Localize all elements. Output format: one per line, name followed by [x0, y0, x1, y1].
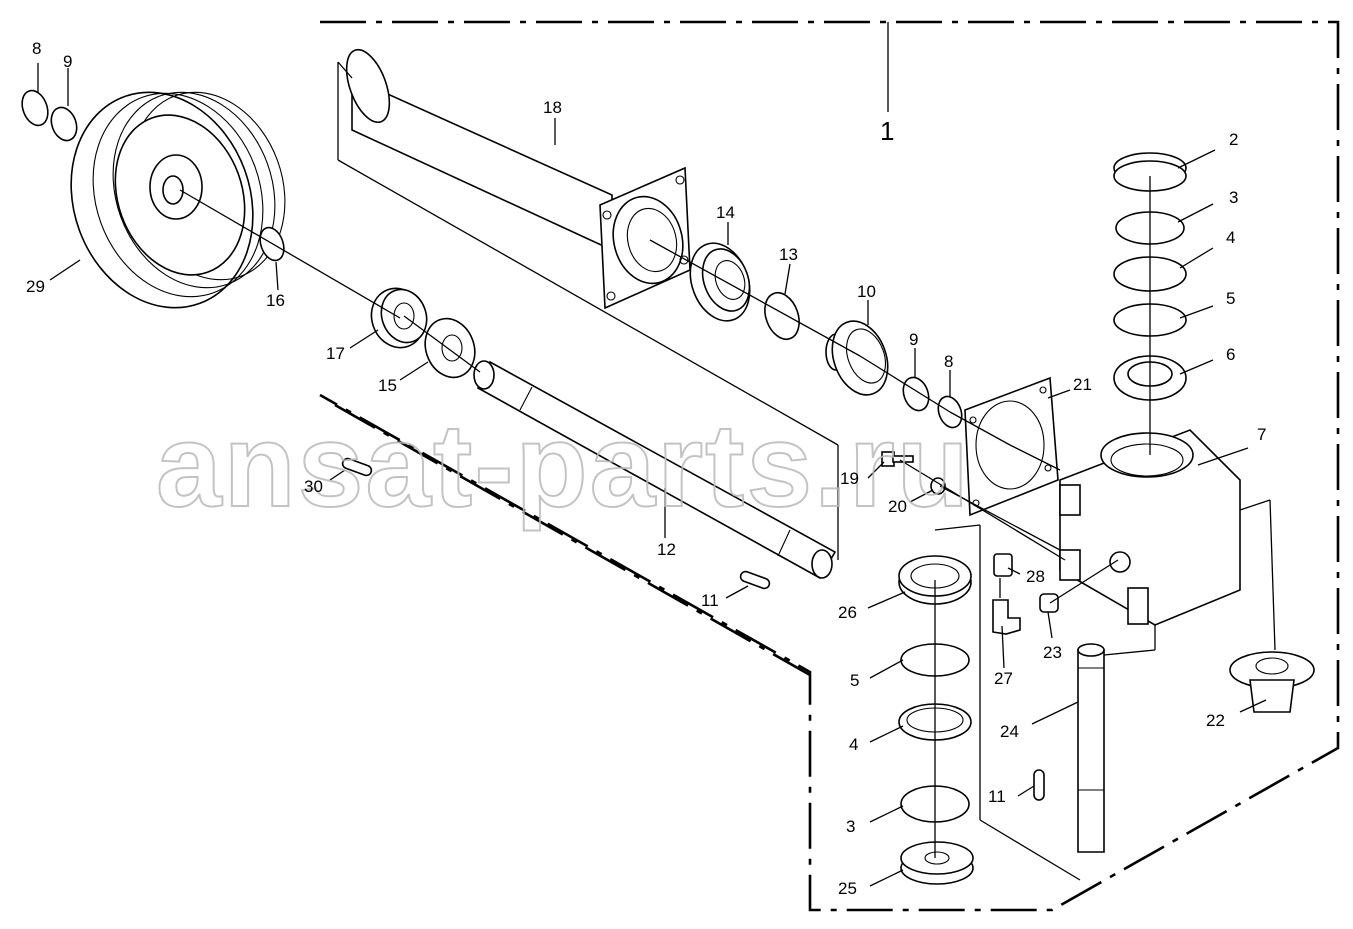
plug-23 [1039, 593, 1059, 613]
callout-8-right: 8 [944, 352, 953, 371]
leader-lines [179, 61, 1276, 881]
callout-11-lower: 11 [988, 787, 1006, 806]
callout-16: 16 [266, 291, 285, 310]
callout-24: 24 [1000, 722, 1019, 741]
callout-22: 22 [1206, 711, 1225, 730]
callout-30: 30 [304, 477, 323, 496]
callout-5-bottom: 5 [850, 671, 859, 690]
callout-9-right: 9 [909, 330, 918, 349]
washer-15 [424, 317, 476, 379]
shim-9-right [902, 376, 930, 412]
gasket-21 [964, 376, 1059, 517]
callout-3-bottom: 3 [846, 817, 855, 836]
callout-6: 6 [1226, 345, 1235, 364]
callout-pointers [37, 63, 1267, 887]
key-11-lower [1033, 769, 1045, 801]
callout-12: 12 [657, 540, 676, 559]
callout-25: 25 [838, 879, 857, 898]
callout-26: 26 [838, 603, 857, 622]
callout-27: 27 [994, 669, 1013, 688]
callout-11-upper: 11 [701, 591, 719, 610]
callout-23: 23 [1043, 643, 1062, 662]
gear-housing-7 [1059, 429, 1241, 626]
watermark: ansat-parts.ru [156, 400, 971, 532]
callout-2: 2 [1229, 130, 1238, 149]
callout-1: 1 [880, 116, 894, 146]
bearing-14 [689, 242, 751, 322]
callout-7: 7 [1257, 425, 1266, 444]
callout-13: 13 [779, 245, 798, 264]
bevel-gear-22 [1229, 651, 1315, 713]
callout-8-left: 8 [32, 39, 41, 58]
bevel-gear-10 [825, 320, 889, 396]
ring-13 [764, 291, 800, 341]
callout-21: 21 [1073, 375, 1092, 394]
tube-18 [345, 48, 691, 310]
callout-18: 18 [543, 98, 562, 117]
pulley-29 [70, 91, 286, 309]
shaft-12 [473, 360, 837, 580]
washer-20 [930, 477, 946, 495]
callout-3-top: 3 [1229, 188, 1238, 207]
key-30 [341, 457, 373, 477]
callout-14: 14 [716, 203, 735, 222]
callout-19: 19 [840, 469, 859, 488]
assembly-boundary [319, 20, 1340, 912]
callout-4-bottom: 4 [849, 735, 858, 754]
callout-20: 20 [888, 497, 907, 516]
cap-28 [993, 553, 1013, 577]
callout-29: 29 [26, 277, 45, 296]
callout-5-top: 5 [1226, 289, 1235, 308]
callout-17: 17 [326, 344, 345, 363]
washer-25 [900, 841, 974, 885]
callout-10: 10 [857, 282, 876, 301]
callout-4-top: 4 [1226, 228, 1235, 247]
callout-15: 15 [378, 376, 397, 395]
callout-9-left: 9 [63, 52, 72, 71]
shim-9-left [50, 106, 78, 142]
bearing-17 [370, 287, 428, 349]
key-11-upper [739, 570, 771, 590]
callout-28: 28 [1026, 567, 1045, 586]
elbow-fitting-27 [992, 599, 1021, 635]
circlip-8-left [21, 89, 49, 127]
shaft-24 [1077, 643, 1105, 853]
callout-labels: 1 2 3 4 5 6 7 8 9 29 16 18 14 13 10 9 8 … [26, 39, 1266, 898]
ring-2 [1113, 152, 1187, 192]
